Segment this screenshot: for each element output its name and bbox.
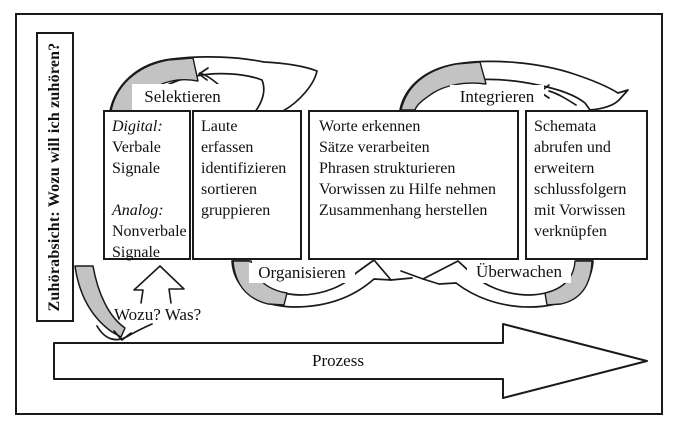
processing-line: Zusammenhang herstellen [319,202,488,219]
signals-box: Digital: Verbale Signale Analog: Nonverb… [103,110,191,261]
organisieren-label: Organisieren [249,263,355,283]
intention-hook-tail-line-2 [127,323,153,337]
processing-box: Worte erkennen Sätze verarbeiten Phrasen… [308,110,519,260]
signals-line [112,179,189,200]
ueberwachen-loop-gray [544,260,593,306]
wozu-was-label: Wozu? Was? [114,305,202,324]
sounds-line: identifizieren [201,160,287,177]
signals-line: Signale [112,244,160,261]
schemata-line: Schemata [534,118,597,135]
organisieren-tail-line [390,277,413,281]
schemata-line: abrufen und [534,139,611,156]
wozu-up-arrow [133,265,185,304]
sounds-box: Laute erfassen identifizieren sortieren … [192,110,302,260]
ueberwachen-label: Überwachen [467,261,571,283]
processing-line: Vorwissen zu Hilfe nehmen [319,181,496,198]
signals-line: Digital: [112,118,163,135]
integrieren-label: Integrieren [450,85,544,108]
signals-line: Signale [112,160,160,177]
selektieren-label: Selektieren [132,84,233,110]
sounds-line: sortieren [201,181,257,198]
schemata-box: Schemata abrufen und erweitern schlussfo… [525,110,648,260]
listening-intention-label: Zuhörabsicht: Wozu will ich zuhören? [46,42,63,312]
sounds-line: Laute [201,118,238,135]
signals-line: Verbale [112,139,161,156]
integrieren-loop-gray [400,61,487,111]
schemata-line: mit Vorwissen [534,202,626,219]
schemata-line: erweitern [534,160,595,177]
processing-line: Phrasen strukturieren [319,160,456,177]
outer-frame [15,13,663,415]
signals-line: Nonverbale [112,223,187,240]
selektieren-curl-line [199,72,220,86]
ueberwachen-tail-line [400,270,424,280]
schemata-line: verknüpfen [534,223,607,240]
schemata-line: schlussfolgern [534,181,627,198]
sounds-line: erfassen [201,139,254,156]
sounds-line: gruppieren [201,202,271,219]
signals-line: Analog: [112,202,164,219]
processing-line: Worte erkennen [319,118,421,135]
selektieren-curl-arrowhead-icon [198,67,209,81]
processing-line: Sätze verarbeiten [319,139,430,156]
integrieren-curl-line [548,90,577,106]
intention-hook-arrow-gray [74,265,126,338]
prozess-arrow [53,323,648,399]
listening-intention-box: Zuhörabsicht: Wozu will ich zuhören? [36,32,74,322]
prozess-label: Prozess [312,351,364,370]
